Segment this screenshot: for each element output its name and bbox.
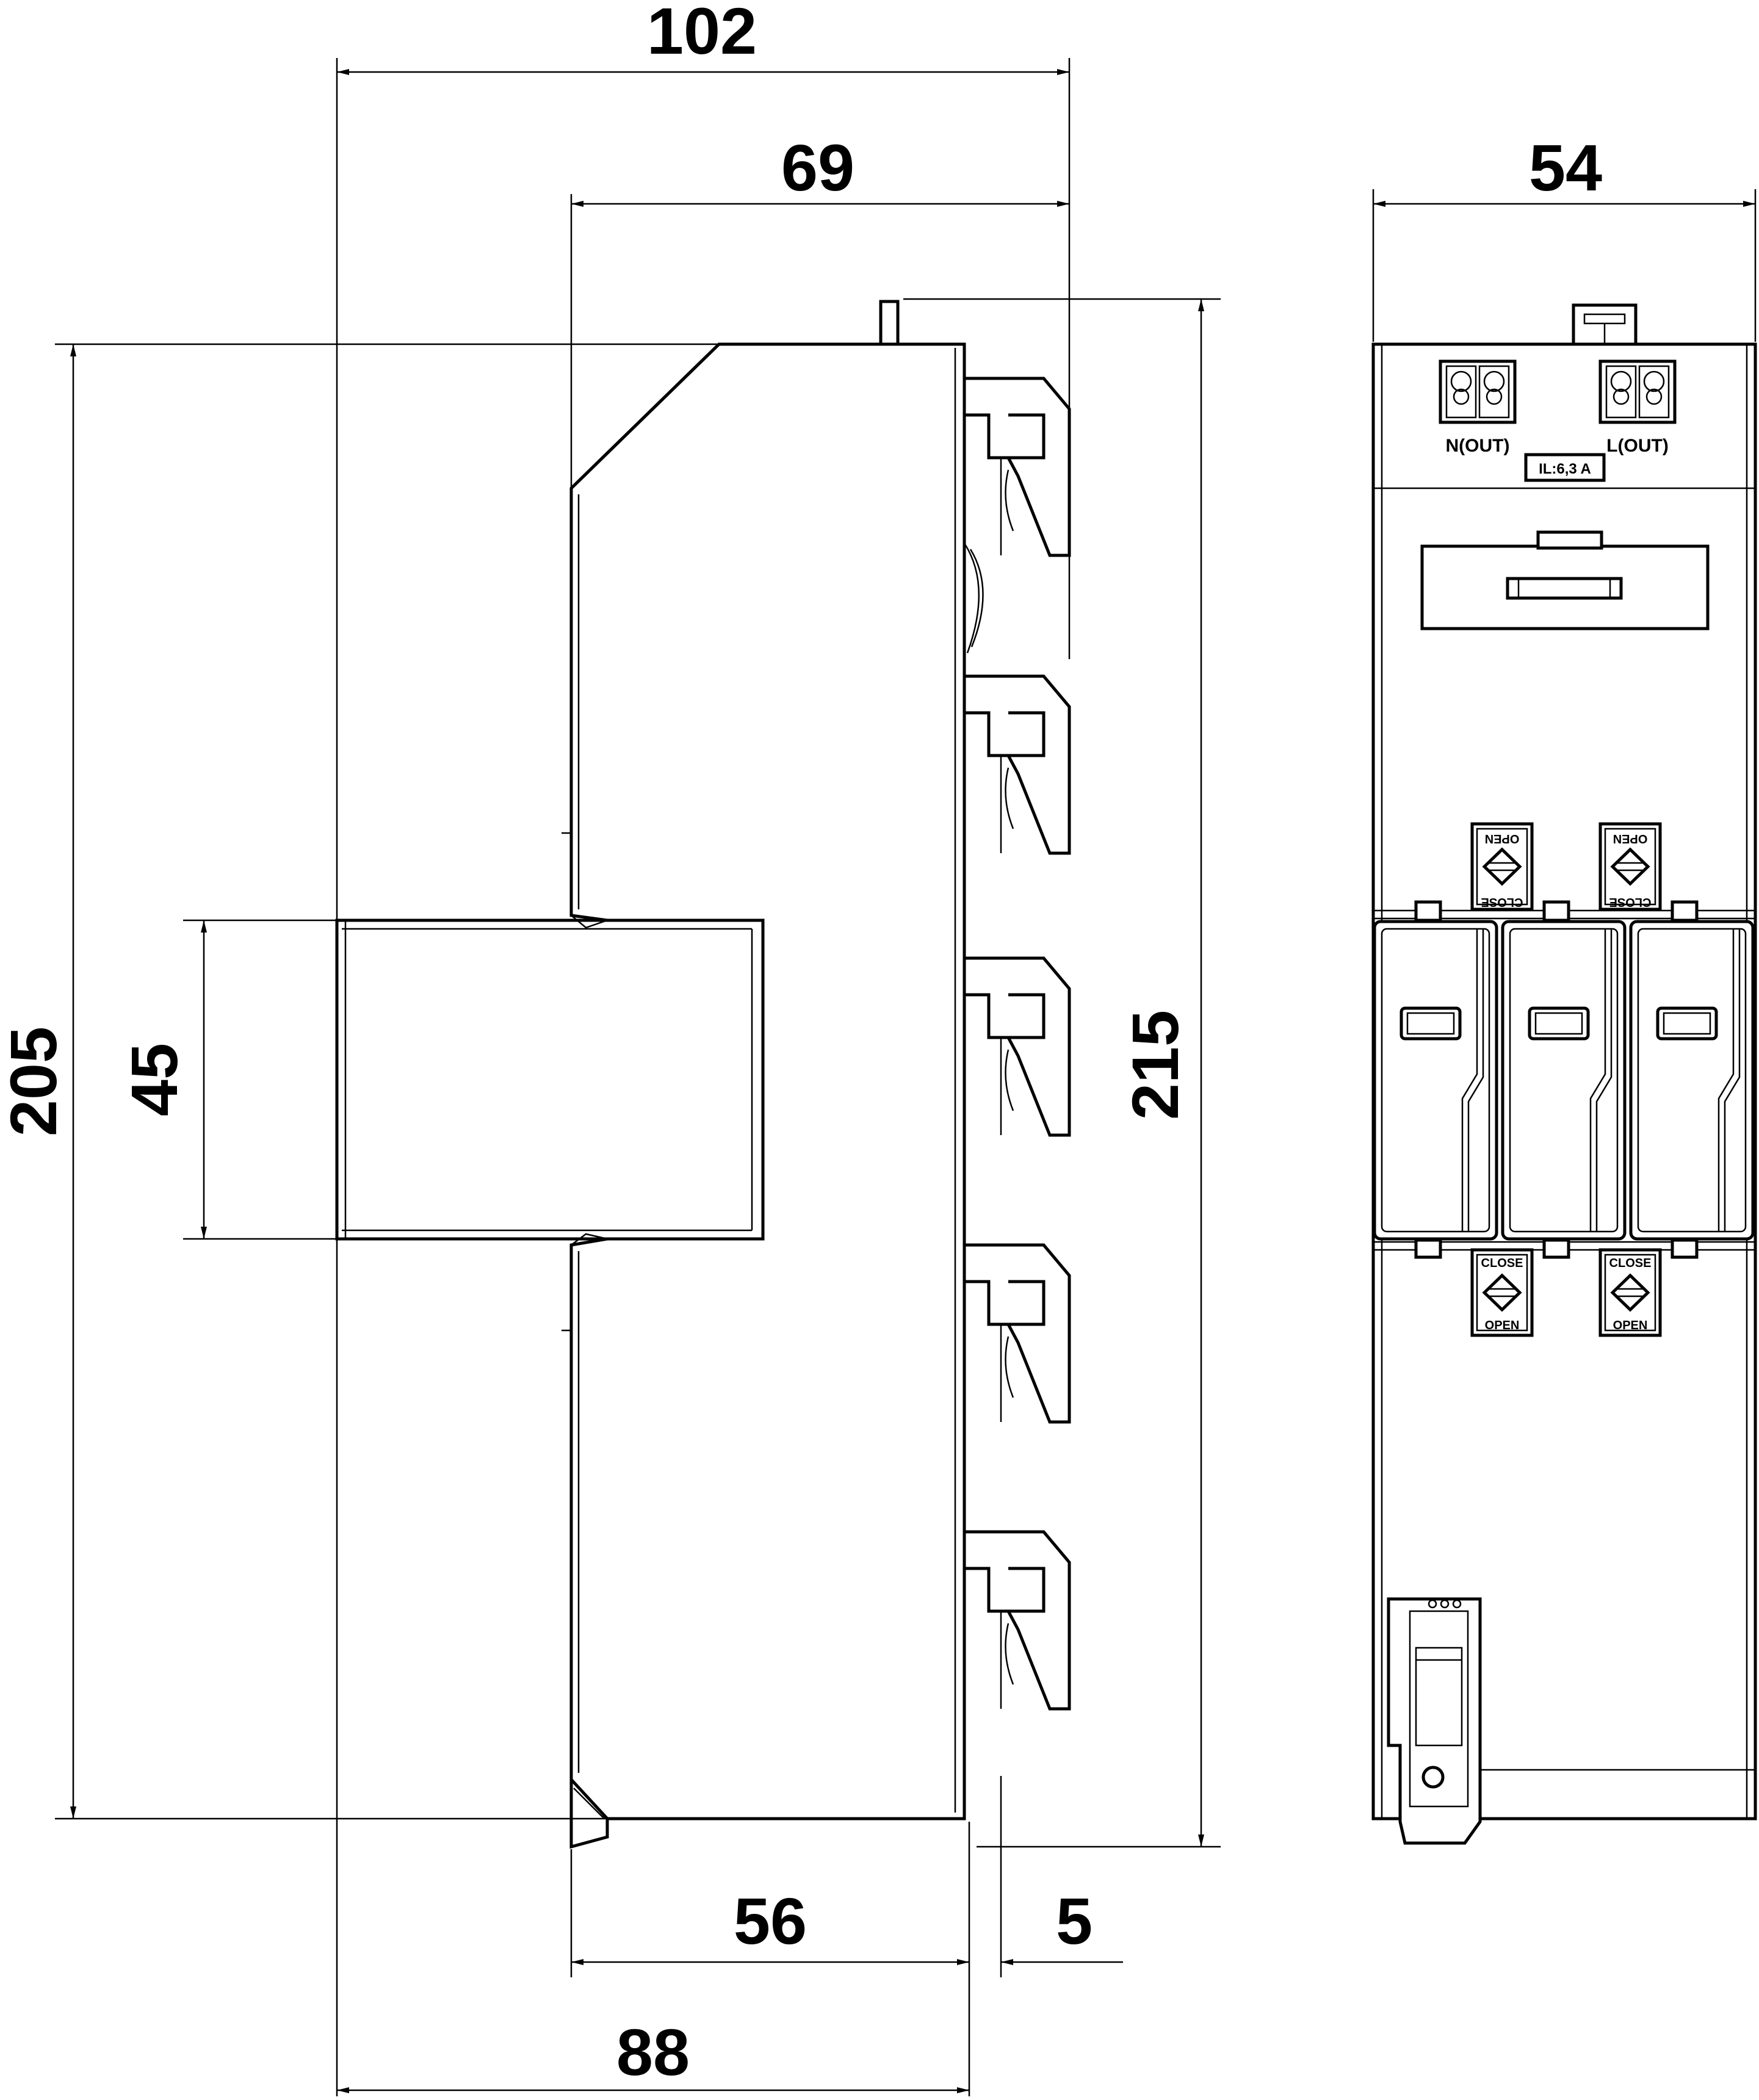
terminal-clip <box>963 956 1071 1137</box>
front-view: 54 N(OUT) L(OUT) <box>1371 131 1757 1845</box>
dim-total-depth: 102 <box>647 0 757 68</box>
dim-clip-offset: 5 <box>1056 1884 1093 1958</box>
fuse-holder <box>1420 530 1710 630</box>
open-close-slider[interactable]: OPEN CLOSE <box>1598 822 1662 911</box>
protection-module[interactable] <box>1501 900 1627 1259</box>
din-clip <box>1387 1597 1482 1845</box>
terminal-clips <box>963 377 1071 1711</box>
side-bottom-foot <box>569 1780 609 1849</box>
side-dimensions: 102 69 205 45 215 56 5 88 <box>0 0 1221 2096</box>
terminal-clip <box>963 377 1071 557</box>
slider-label-top: OPEN <box>1485 832 1520 845</box>
fuse-rating-box <box>1524 453 1606 482</box>
terminal-clip <box>963 1530 1071 1711</box>
open-close-slider[interactable]: OPEN CLOSE <box>1470 822 1534 911</box>
terminal-l-label: L(OUT) <box>1606 436 1669 456</box>
side-body-outline <box>569 342 966 1820</box>
terminal-clip <box>963 1243 1071 1424</box>
open-close-slider[interactable]: CLOSE OPEN <box>1470 1248 1534 1337</box>
protection-module[interactable] <box>1629 900 1755 1259</box>
din-rail <box>335 915 765 1246</box>
slider-label-bottom: CLOSE <box>1609 895 1652 909</box>
side-view <box>335 300 1071 1855</box>
dim-overall-height: 215 <box>1118 1010 1192 1120</box>
dim-upper-depth: 69 <box>781 131 854 204</box>
slider-label-top: CLOSE <box>1609 1257 1652 1270</box>
terminal-clip <box>963 674 1071 855</box>
slider-label-bottom: OPEN <box>1613 1319 1648 1332</box>
terminal-n <box>1439 359 1517 424</box>
protection-modules <box>1373 900 1755 1259</box>
dim-body-height: 205 <box>0 1027 70 1136</box>
terminal-n-label: N(OUT) <box>1446 436 1510 456</box>
slider-label-top: OPEN <box>1613 832 1648 845</box>
upper-sliders: OPEN CLOSE OPEN CLOSE <box>1470 822 1662 911</box>
dim-front-width: 54 <box>1529 131 1602 204</box>
slider-label-bottom: CLOSE <box>1481 895 1523 909</box>
dim-base-depth: 88 <box>616 2015 690 2089</box>
open-close-slider[interactable]: CLOSE OPEN <box>1598 1248 1662 1337</box>
dim-lower-depth: 56 <box>734 1884 807 1958</box>
fuse-rating-label: IL:6,3 A <box>1539 461 1591 477</box>
lower-sliders: CLOSE OPEN CLOSE OPEN <box>1470 1248 1662 1337</box>
slider-label-top: CLOSE <box>1481 1257 1523 1270</box>
top-pin <box>879 300 900 346</box>
dim-rail-height: 45 <box>117 1043 191 1116</box>
terminal-l <box>1598 359 1677 424</box>
slider-label-bottom: OPEN <box>1485 1319 1520 1332</box>
protection-module[interactable] <box>1373 900 1498 1259</box>
